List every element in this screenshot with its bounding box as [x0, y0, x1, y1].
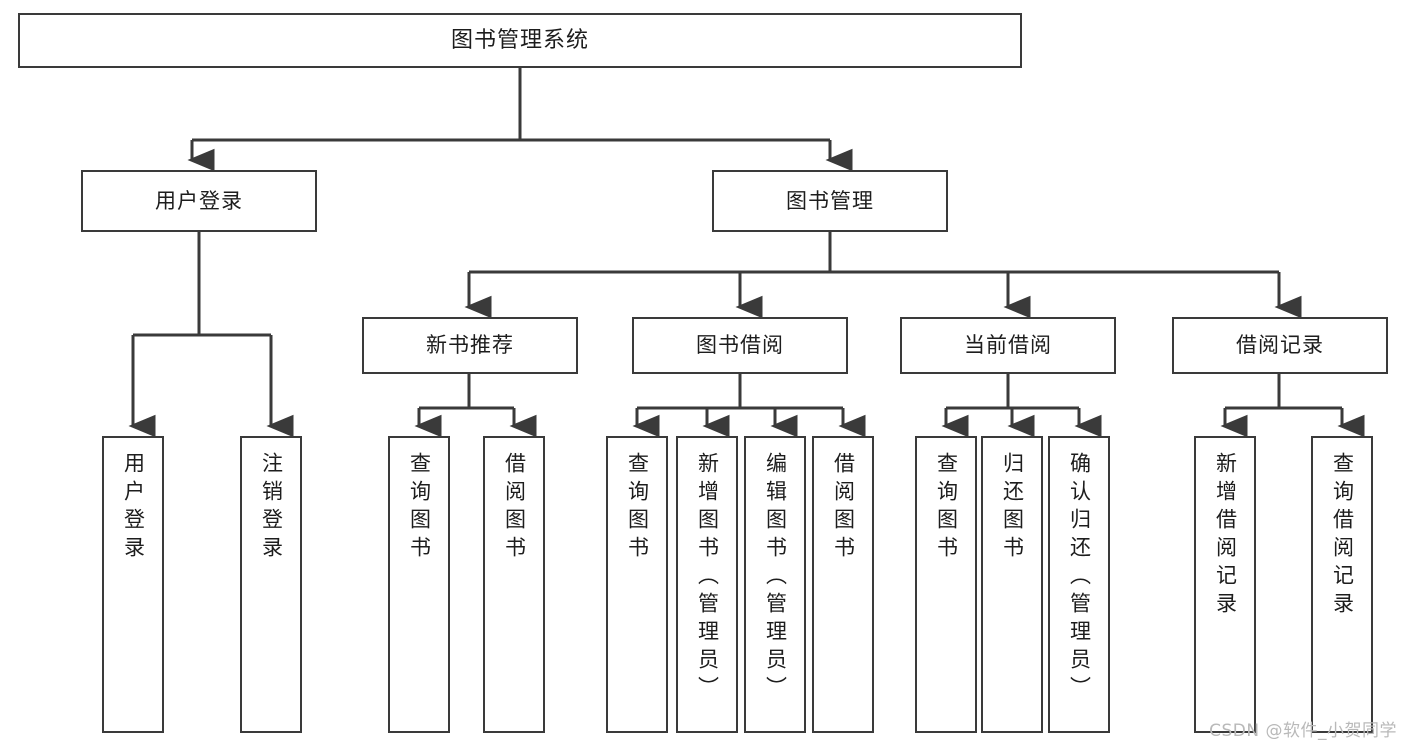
node-label: 新增图书（管理员）	[695, 452, 720, 704]
node-label: 用户登录	[121, 452, 146, 564]
node-new-book-recommendation[interactable]: 新书推荐	[362, 317, 578, 374]
node-label: 借阅图书	[831, 452, 856, 564]
node-root-library-management-system[interactable]: 图书管理系统	[18, 13, 1022, 68]
node-label: 借阅记录	[1236, 333, 1324, 358]
leaf-logout[interactable]: 注销登录	[240, 436, 302, 733]
node-borrowing-records[interactable]: 借阅记录	[1172, 317, 1388, 374]
node-user-login[interactable]: 用户登录	[81, 170, 317, 232]
leaf-confirm-return-admin[interactable]: 确认归还（管理员）	[1048, 436, 1110, 733]
node-label: 新书推荐	[426, 333, 514, 358]
leaf-borrow-books-recommend[interactable]: 借阅图书	[483, 436, 545, 733]
node-current-borrowing[interactable]: 当前借阅	[900, 317, 1116, 374]
node-label: 当前借阅	[964, 333, 1052, 358]
node-label: 用户登录	[155, 188, 243, 213]
node-label: 图书管理	[786, 188, 874, 213]
node-label: 查询图书	[407, 452, 432, 564]
leaf-add-borrow-record[interactable]: 新增借阅记录	[1194, 436, 1256, 733]
leaf-add-book-admin[interactable]: 新增图书（管理员）	[676, 436, 738, 733]
node-label: 查询图书	[934, 452, 959, 564]
leaf-query-books-borrow[interactable]: 查询图书	[606, 436, 668, 733]
node-label: 借阅图书	[502, 452, 527, 564]
leaf-user-login[interactable]: 用户登录	[102, 436, 164, 733]
node-label: 查询图书	[625, 452, 650, 564]
leaf-query-borrow-record[interactable]: 查询借阅记录	[1311, 436, 1373, 733]
node-label: 确认归还（管理员）	[1067, 452, 1092, 704]
leaf-edit-book-admin[interactable]: 编辑图书（管理员）	[744, 436, 806, 733]
node-book-borrowing[interactable]: 图书借阅	[632, 317, 848, 374]
node-label: 新增借阅记录	[1213, 452, 1238, 620]
node-label: 归还图书	[1000, 452, 1025, 564]
leaf-return-books[interactable]: 归还图书	[981, 436, 1043, 733]
csdn-watermark: CSDN @软件_小贺同学	[1209, 721, 1397, 741]
node-book-management[interactable]: 图书管理	[712, 170, 948, 232]
leaf-borrow-books[interactable]: 借阅图书	[812, 436, 874, 733]
node-label: 编辑图书（管理员）	[763, 452, 788, 704]
leaf-query-books-recommend[interactable]: 查询图书	[388, 436, 450, 733]
node-label: 注销登录	[259, 452, 284, 564]
node-label: 图书管理系统	[450, 27, 589, 53]
node-label: 图书借阅	[696, 333, 784, 358]
node-label: 查询借阅记录	[1330, 452, 1355, 620]
leaf-query-books-current[interactable]: 查询图书	[915, 436, 977, 733]
